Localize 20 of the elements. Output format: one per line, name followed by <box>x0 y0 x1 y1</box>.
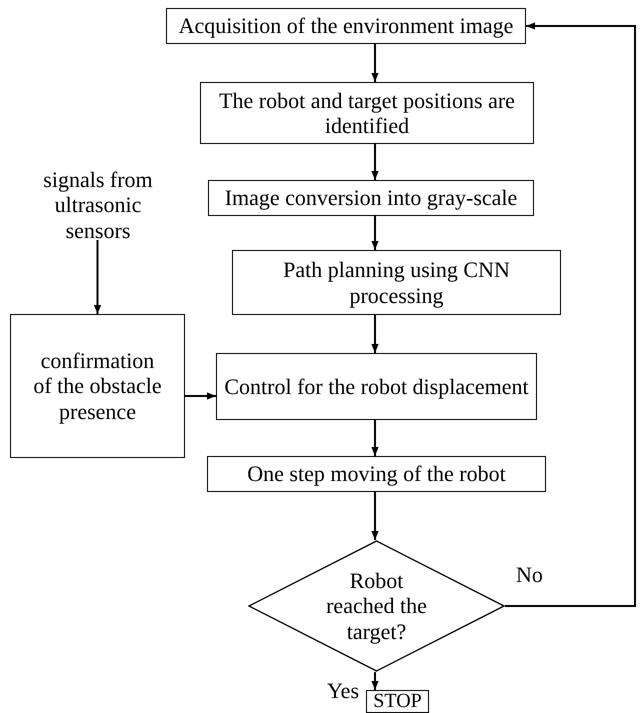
arrow <box>505 22 636 607</box>
process-box: Image conversion into gray-scale <box>208 180 534 216</box>
arrow <box>371 420 379 456</box>
arrow <box>94 240 102 314</box>
arrow <box>371 144 379 180</box>
arrow <box>371 672 379 690</box>
arrow <box>371 44 379 82</box>
process-box: STOP <box>366 690 429 713</box>
input-note: signals from ultrasonic sensors <box>18 170 178 240</box>
process-box: Acquisition of the environment image <box>166 8 526 44</box>
process-box: Control for the robot displacement <box>216 353 537 420</box>
arrow <box>371 216 379 250</box>
arrow <box>185 392 216 400</box>
decision-diamond: Robot reached the target? <box>248 540 505 672</box>
arrow <box>371 492 379 540</box>
arrow <box>371 315 379 353</box>
process-box: One step moving of the robot <box>207 456 546 492</box>
process-box: The robot and target positions are identified <box>200 82 534 144</box>
process-box: Path planning using CNN processing <box>232 250 561 315</box>
process-box: confirmation of the obstacle presence <box>10 314 185 458</box>
